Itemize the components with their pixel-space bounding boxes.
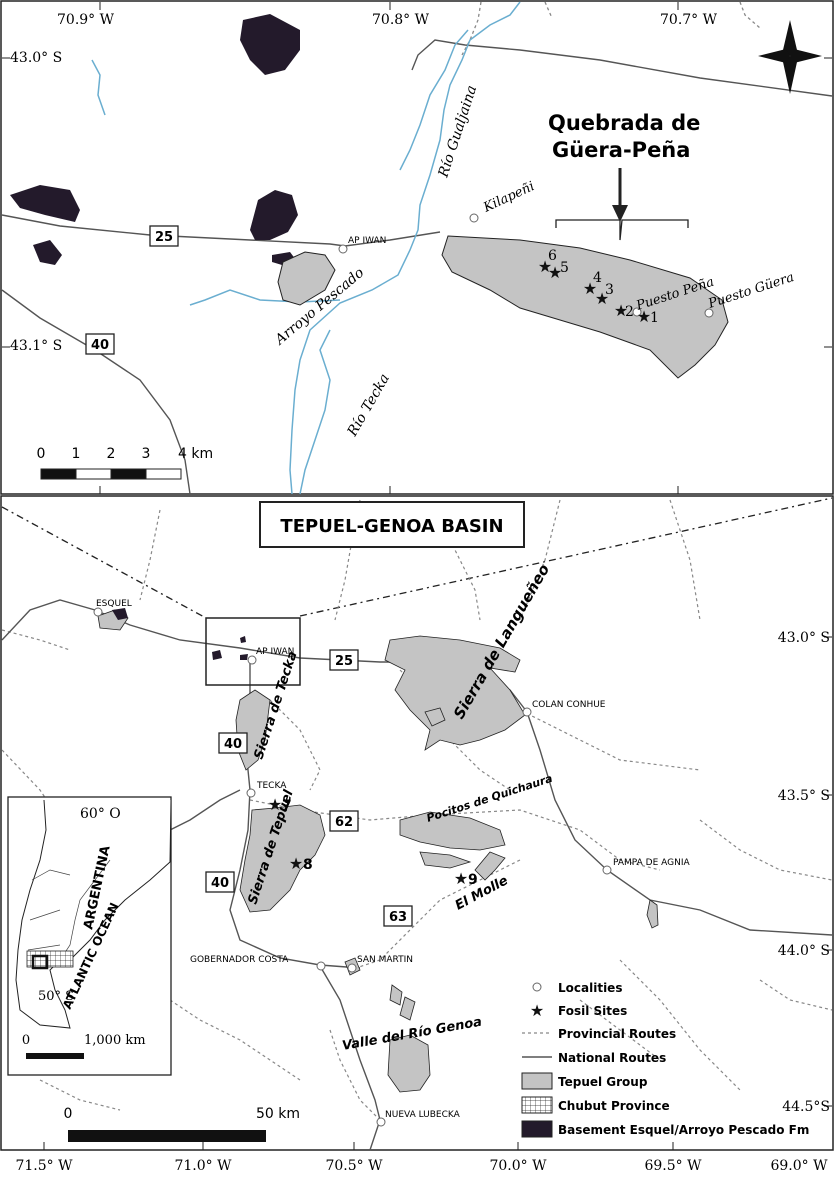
quebrada-title-1: Quebrada de xyxy=(548,111,700,135)
inset-map xyxy=(7,796,172,1076)
site-7: 7 xyxy=(282,798,292,814)
scale-top-4: 4 km xyxy=(178,446,213,462)
south-america-outline xyxy=(15,799,172,1029)
bottom-lon-1: 71.5° W xyxy=(15,1158,73,1174)
site-5: 5 xyxy=(560,260,569,276)
route-shields-top xyxy=(85,225,179,355)
bottom-lon-6: 69.0° W xyxy=(770,1158,828,1174)
svg-text:★: ★ xyxy=(530,1001,544,1020)
legend-fossil-sites: Fosil Sites xyxy=(558,1004,627,1018)
scale-bottom-1: 50 km xyxy=(256,1106,300,1122)
scale-top-0: 0 xyxy=(37,446,46,462)
bottom-lon-4: 70.0° W xyxy=(489,1158,547,1174)
legend-provincial-routes: Provincial Routes xyxy=(558,1027,676,1041)
loc-ap-iwan: AP IWAN xyxy=(256,647,294,657)
route-62: 62 xyxy=(335,815,353,830)
route-40-top: 40 xyxy=(91,338,109,353)
scale-bar-top xyxy=(40,468,182,480)
site-9: 9 xyxy=(468,872,478,888)
route-25-bottom: 25 xyxy=(335,654,353,669)
top-lon-1: 70.9° W xyxy=(57,12,115,28)
loc-tecka: TECKA xyxy=(256,781,287,791)
top-map: ★ ★ ★ ★ ★ ★ xyxy=(0,0,834,495)
quebrada-title-2: Güera-Peña xyxy=(552,138,690,162)
inset-scale-0: 0 xyxy=(22,1033,30,1048)
top-lat-2: 43.1° S xyxy=(10,338,62,354)
localities-top xyxy=(338,213,714,318)
svg-text:★: ★ xyxy=(583,279,597,298)
bottom-lon-3: 70.5° W xyxy=(325,1158,383,1174)
scale-bar-bottom xyxy=(68,1130,266,1142)
bottom-lon-2: 71.0° W xyxy=(174,1158,232,1174)
place-ap-iwan-top: AP IWAN xyxy=(348,236,386,246)
site-6: 6 xyxy=(548,248,557,264)
zoom-box xyxy=(205,617,301,686)
legend-national-routes: National Routes xyxy=(558,1051,666,1065)
study-area-box xyxy=(31,954,49,970)
legend-chubut-province: Chubut Province xyxy=(558,1099,670,1113)
bottom-lat-2: 43.5° S xyxy=(778,788,830,804)
svg-text:★: ★ xyxy=(548,263,562,282)
route-40-a: 40 xyxy=(224,737,242,752)
loc-colan-conhue: COLAN CONHUE xyxy=(532,700,606,710)
ticks-bottom xyxy=(43,636,832,1150)
svg-text:★: ★ xyxy=(538,257,552,276)
bottom-lat-4: 44.5°S xyxy=(782,1099,830,1115)
inset-lon: 60° O xyxy=(80,806,121,822)
legend-basement: Basement Esquel/Arroyo Pescado Fm xyxy=(558,1123,809,1137)
bottom-lat-1: 43.0° S xyxy=(778,630,830,646)
scale-top-2: 2 xyxy=(107,446,116,462)
bottom-lon-5: 69.5° W xyxy=(644,1158,702,1174)
provincial-routes-top xyxy=(461,1,761,56)
route-40-b: 40 xyxy=(211,876,229,891)
site-2: 2 xyxy=(625,304,634,320)
svg-text:★: ★ xyxy=(268,795,282,814)
quebrada-bracket xyxy=(555,219,689,241)
legend-localities: Localities xyxy=(558,981,622,995)
basin-title-box xyxy=(259,501,525,548)
top-lat-1: 43.0° S xyxy=(10,50,62,66)
inset-scale-1: 1,000 km xyxy=(84,1033,146,1048)
bottom-lat-3: 44.0° S xyxy=(778,943,830,959)
scale-bottom-0: 0 xyxy=(64,1106,73,1122)
route-shields-bottom xyxy=(205,649,413,927)
loc-pampa-agnia: PAMPA DE AGNIA xyxy=(613,858,690,868)
svg-text:★: ★ xyxy=(614,301,628,320)
fossil-stars-top: ★ ★ ★ ★ ★ ★ xyxy=(538,257,651,326)
localities-bottom xyxy=(93,607,612,1127)
ticks-top xyxy=(2,2,832,494)
site-8: 8 xyxy=(303,857,313,873)
site-3: 3 xyxy=(605,282,614,298)
tepuel-top xyxy=(277,235,729,379)
site-1: 1 xyxy=(650,310,659,326)
north-arrow-icon xyxy=(758,20,822,94)
svg-text:★: ★ xyxy=(289,854,303,873)
zoom-connector xyxy=(1,497,833,619)
svg-text:★: ★ xyxy=(595,289,609,308)
loc-nueva-lubecka: NUEVA LUBECKA xyxy=(385,1110,461,1120)
top-lon-2: 70.8° W xyxy=(372,12,430,28)
loc-san-martin: SAN MARTIN xyxy=(357,955,413,965)
scale-top-3: 3 xyxy=(142,446,151,462)
loc-gob-costa: GOBERNADOR COSTA xyxy=(190,955,289,965)
legend: ★ xyxy=(521,982,553,1138)
svg-text:★: ★ xyxy=(454,869,468,888)
route-25-top: 25 xyxy=(155,230,173,245)
scale-top-1: 1 xyxy=(72,446,81,462)
site-4: 4 xyxy=(593,270,602,286)
route-63: 63 xyxy=(389,910,407,925)
rivers-top xyxy=(91,1,521,495)
basin-title: TEPUEL-GENOA BASIN xyxy=(280,516,503,537)
top-lon-3: 70.7° W xyxy=(660,12,718,28)
svg-text:★: ★ xyxy=(637,307,651,326)
inset-lat: 50° S xyxy=(38,989,74,1004)
fossil-stars-bottom: ★ ★ ★ xyxy=(268,795,468,888)
national-routes-top xyxy=(1,39,833,495)
basement-bottom xyxy=(112,608,248,660)
loc-esquel: ESQUEL xyxy=(96,599,132,609)
legend-tepuel-group: Tepuel Group xyxy=(558,1075,648,1089)
tepuel-bottom xyxy=(97,609,659,1093)
